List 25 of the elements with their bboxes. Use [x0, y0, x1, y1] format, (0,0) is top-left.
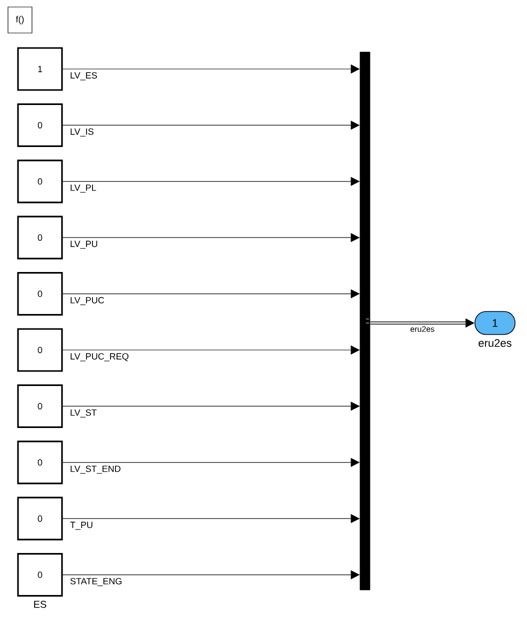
edge-label: LV_PU — [69, 240, 99, 250]
constant-block: 0 — [17, 496, 63, 540]
edge-label: eru2es — [409, 325, 436, 333]
constant-block: 0 — [17, 160, 63, 204]
edge-label: LV_ST_END — [69, 464, 122, 475]
constant-block: 0 — [17, 553, 63, 597]
constant-block: 0 — [17, 103, 63, 148]
block-name: eru2es — [478, 339, 512, 347]
edge-label: LV_ST — [69, 408, 98, 418]
outport-block: 1 — [474, 311, 516, 335]
constant-block: 0 — [17, 384, 63, 428]
constant-block: 0 — [17, 272, 63, 316]
edge-label: LV_PUC_REQ — [69, 352, 130, 362]
function-block: f() — [8, 6, 32, 34]
constant-block: 0 — [17, 216, 63, 260]
edge-label: LV_PUC — [69, 296, 106, 306]
edge-label: STATE_ENG — [69, 577, 124, 588]
constant-block: 0 — [17, 328, 63, 372]
edge-label: T_PU — [69, 520, 94, 531]
edge-label: LV_PL — [69, 184, 98, 194]
block-name: ES — [34, 600, 46, 608]
constant-block: 1 — [17, 47, 63, 91]
constant-block: 0 — [17, 440, 63, 484]
edge-label: LV_IS — [69, 127, 95, 138]
edge-label: LV_ES — [69, 71, 98, 82]
